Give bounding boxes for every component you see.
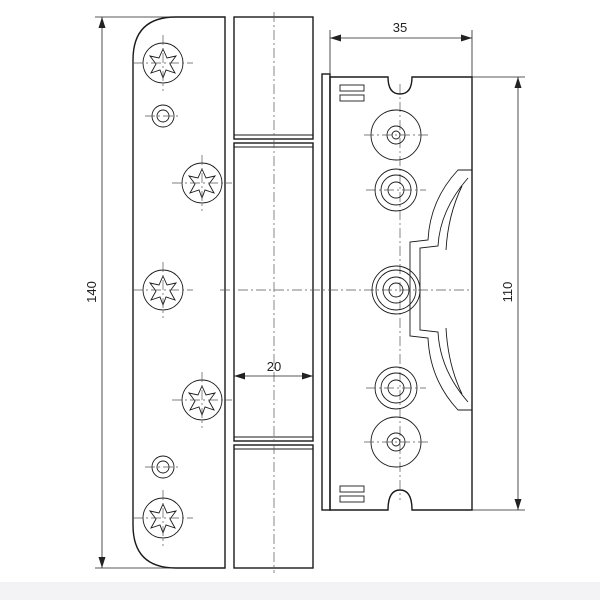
frame-screw-holes (364, 109, 428, 468)
small-screw-hole (145, 455, 181, 479)
adjustment-screw (366, 366, 426, 410)
dimension-label-frame-height: 110 (500, 282, 515, 303)
dimension-total-height: 140 (84, 16, 172, 569)
dimension-frame-height: 110 (472, 76, 525, 511)
countersunk-hole (364, 109, 428, 161)
dimension-label-barrel-width: 20 (267, 359, 281, 374)
footer-band (0, 582, 600, 600)
leaf-screw-holes (133, 35, 232, 546)
dimension-frame-width: 35 (329, 20, 473, 77)
small-screw-hole (145, 104, 181, 128)
countersunk-hole (364, 416, 428, 468)
hinge-barrel (233, 12, 314, 573)
center-adjustment-screw (371, 265, 421, 315)
dimension-label-total-height: 140 (84, 281, 99, 303)
torx-screw-hole (172, 372, 232, 428)
door-leaf-plate (132, 16, 226, 569)
dimension-label-frame-width: 35 (393, 20, 407, 35)
torx-screw-hole (133, 262, 193, 318)
dimension-barrel-width: 20 (234, 359, 313, 380)
adjustment-screw (366, 168, 426, 212)
torx-screw-hole (172, 155, 232, 211)
torx-screw-hole (133, 490, 193, 546)
torx-screw-hole (133, 35, 193, 91)
